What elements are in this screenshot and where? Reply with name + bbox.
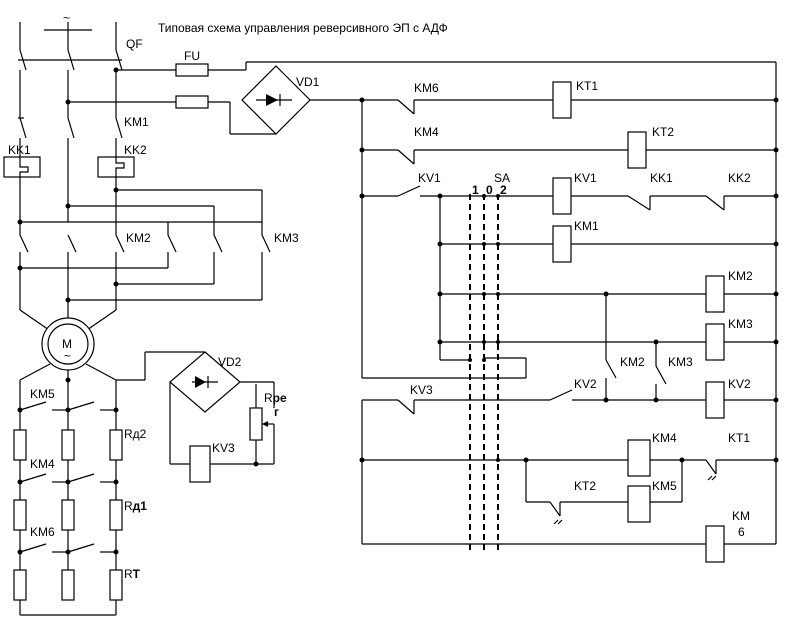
qf-label: QF <box>126 37 143 51</box>
km1-coil-label: KM1 <box>574 219 599 233</box>
kt1-contact-label: KT1 <box>728 431 750 445</box>
tilde-label: ~ <box>63 11 70 25</box>
sa-label: SA <box>494 171 510 185</box>
km6-power-label: KM6 <box>30 525 55 539</box>
kt2-contact-label: KT2 <box>574 479 596 493</box>
km5-power-label: KM5 <box>30 387 55 401</box>
vd2-bridge <box>169 351 241 413</box>
fu-fuses <box>175 63 209 109</box>
sa-pos-2: 2 <box>500 183 507 197</box>
km5-rotor-contacts <box>17 401 119 413</box>
kv3-coil-label: KV3 <box>212 441 235 455</box>
rd1-resistor-bank <box>13 499 123 531</box>
rt-resistor-bank <box>13 569 123 601</box>
control-circuit <box>175 61 779 563</box>
rreg-resistor <box>249 384 274 464</box>
vd1-label: VD1 <box>296 75 320 89</box>
rd1-label: Rд1 <box>124 499 147 513</box>
km3-coil-label: KM3 <box>728 317 753 331</box>
rd2-label: Rд2 <box>124 427 147 441</box>
km4-contact-label: KM4 <box>414 125 439 139</box>
kv1-contact-label: KV1 <box>418 171 441 185</box>
diagram-title: Типовая схема управления реверсивного ЭП… <box>158 21 448 35</box>
kv3-sensing-circuit <box>169 351 275 483</box>
km3-main-contacts <box>167 234 271 253</box>
km2-power-label: KM2 <box>126 231 151 245</box>
km3-coil <box>705 323 725 361</box>
km6-contact-label: KM6 <box>414 81 439 95</box>
power-circuit <box>3 22 271 616</box>
kk2-thermal-element <box>97 155 135 180</box>
rreg-label: Rре <box>264 391 287 405</box>
km1-main-contacts <box>18 117 123 139</box>
km1-power-label: KM1 <box>124 115 149 129</box>
km2-coil <box>705 275 725 313</box>
rd2-resistor-bank <box>13 429 123 461</box>
km1-coil <box>552 225 572 263</box>
rt-label: RT <box>124 567 141 581</box>
km5-coil <box>627 485 651 523</box>
vd2-label: VD2 <box>218 355 242 369</box>
sa-selector-switch <box>468 194 500 552</box>
km6-coil-label-top: KM <box>732 509 750 523</box>
kt2-coil-label: KT2 <box>652 125 674 139</box>
km6-coil <box>705 525 725 563</box>
kk1-contact-label: KK1 <box>650 171 673 185</box>
km4-rotor-contacts <box>17 473 119 485</box>
kt1-coil-label: KT1 <box>576 79 598 93</box>
kv2-coil <box>705 381 725 419</box>
motor-label: M <box>62 337 72 351</box>
km2-main-contacts <box>19 234 125 253</box>
km2-coil-label: KM2 <box>728 269 753 283</box>
motor <box>41 317 95 371</box>
km4-coil <box>627 439 651 477</box>
kv1-coil <box>552 177 572 215</box>
km6-coil-label-bottom: 6 <box>738 525 745 539</box>
kk2-label: KK2 <box>124 143 147 157</box>
kv1-coil-label: KV1 <box>574 171 597 185</box>
kt1-coil <box>552 81 572 119</box>
motor-tilde-label: ~ <box>64 349 71 363</box>
rreg-label-g: г <box>274 405 279 419</box>
km3-power-label: KM3 <box>274 231 299 245</box>
km2-contact-label: KM2 <box>620 355 645 369</box>
vd1-bridge <box>241 65 311 135</box>
km3-contact-label: KM3 <box>668 355 693 369</box>
fu-label: FU <box>184 49 200 63</box>
sa-pos-1: 1 <box>472 183 479 197</box>
kk2-contact-label: KK2 <box>728 171 751 185</box>
kt2-coil <box>627 131 647 169</box>
labels: Типовая схема управления реверсивного ЭП… <box>8 11 753 581</box>
kk1-label: KK1 <box>8 143 31 157</box>
kk1-thermal-element <box>3 155 41 180</box>
kv3-contact-label: KV3 <box>410 383 433 397</box>
km5-coil-label: KM5 <box>652 479 677 493</box>
kv2-contact-label: KV2 <box>574 377 597 391</box>
kv3-coil <box>189 445 211 483</box>
sa-pos-0: 0 <box>486 183 493 197</box>
km4-power-label: KM4 <box>30 457 55 471</box>
km6-rotor-contacts <box>17 543 119 555</box>
kv2-coil-label: KV2 <box>728 377 751 391</box>
qf-breaker <box>19 49 123 71</box>
km4-coil-label: KM4 <box>652 431 677 445</box>
